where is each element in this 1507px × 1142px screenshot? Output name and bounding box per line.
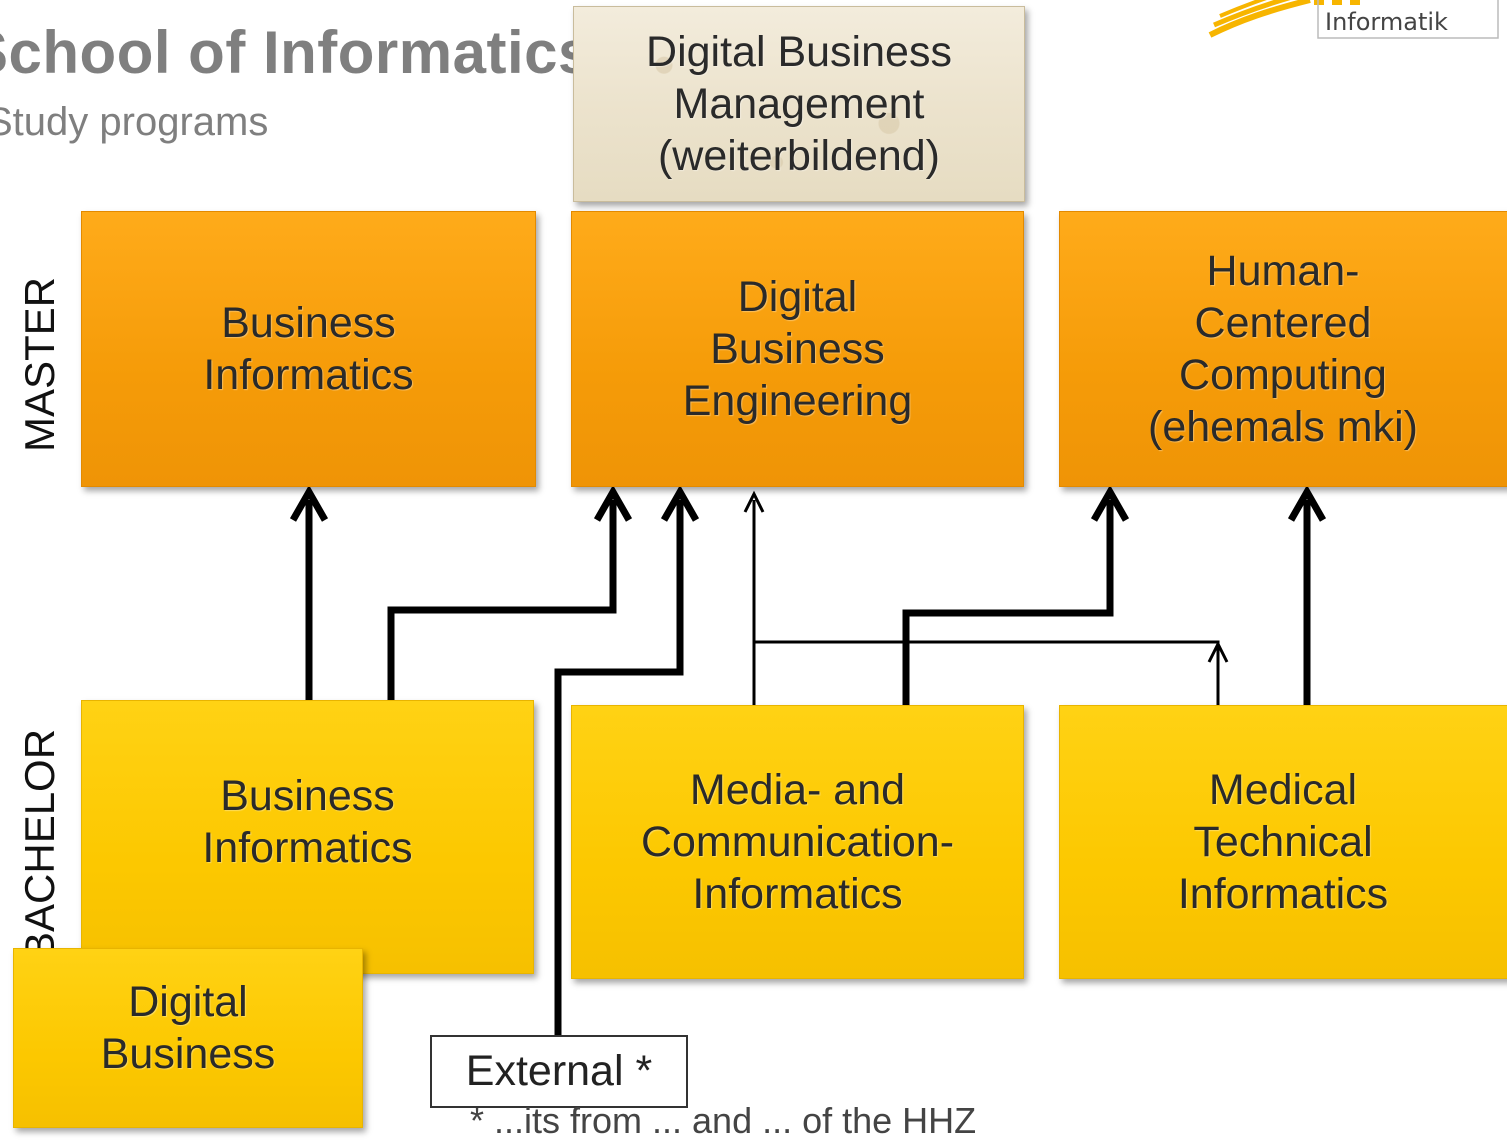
master-program-business-informatics: Business Informatics — [81, 211, 536, 487]
arrowhead-dbe-2 — [660, 484, 700, 522]
bachelor-program-media-communication-informatics: Media- and Communication- Informatics — [571, 705, 1024, 979]
program-line: Business — [220, 772, 395, 820]
bachelor-label: BACHELOR — [16, 728, 63, 960]
footnote: * ...its from ... and ... of the HHZ — [470, 1100, 977, 1141]
program-line: Business — [100, 1030, 276, 1078]
arrowhead-dbe-1 — [593, 484, 633, 522]
program-line: Communication- — [640, 818, 955, 866]
bachelor-program-digital-business: Digital Business — [13, 948, 363, 1128]
arrow-bi-to-dbe — [387, 500, 617, 700]
bachelor-program-business-informatics: Business Informatics — [81, 700, 534, 974]
logo-text: Informatik — [1325, 8, 1448, 36]
arrow-mki-to-hcc — [902, 500, 1114, 705]
arrowhead-thin-mti — [1207, 640, 1229, 663]
program-line: Centered — [1194, 299, 1372, 347]
program-line: Medical — [1208, 766, 1358, 814]
program-line: Informatics — [202, 824, 413, 872]
program-line: Technical — [1193, 818, 1373, 866]
arrowhead-thin-dbe — [743, 490, 765, 513]
arrowhead-hcc-1 — [1090, 484, 1130, 522]
program-line: Media- and — [689, 766, 906, 814]
continuing-program-box: Digital Business Management (weiterbilde… — [573, 6, 1025, 202]
arrowhead-hcc-2 — [1287, 484, 1327, 522]
master-program-human-centered-computing: Human- Centered Computing (ehemals mki) — [1059, 211, 1507, 487]
master-label: MASTER — [16, 276, 63, 452]
program-line: Business — [710, 325, 885, 373]
program-line: Business — [221, 299, 396, 347]
master-program-digital-business-engineering: Digital Business Engineering — [571, 211, 1024, 487]
program-line: Digital — [128, 978, 248, 1026]
program-line: Digital Business — [646, 28, 952, 76]
program-line: Informatics — [1177, 870, 1389, 918]
program-line: (weiterbildend) — [657, 132, 941, 180]
university-logo-icon — [1208, 0, 1499, 39]
page-subtitle: Study programs — [0, 100, 269, 144]
program-line: Engineering — [682, 377, 913, 425]
line-mki-to-mti — [754, 640, 1220, 660]
program-line: Digital — [737, 273, 858, 321]
program-line: Informatics — [203, 351, 414, 399]
program-line: Informatics — [692, 870, 903, 918]
arrowhead-bi — [289, 484, 329, 522]
program-line: Computing — [1179, 351, 1387, 399]
program-line: (ehemals mki) — [1148, 403, 1418, 451]
bachelor-program-medical-technical-informatics: Medical Technical Informatics — [1059, 705, 1507, 979]
page-title: School of Informatics — [0, 19, 592, 86]
external-applicants-box: External * — [430, 1035, 688, 1108]
program-line: Management — [673, 80, 925, 128]
program-line: Human- — [1206, 247, 1360, 295]
